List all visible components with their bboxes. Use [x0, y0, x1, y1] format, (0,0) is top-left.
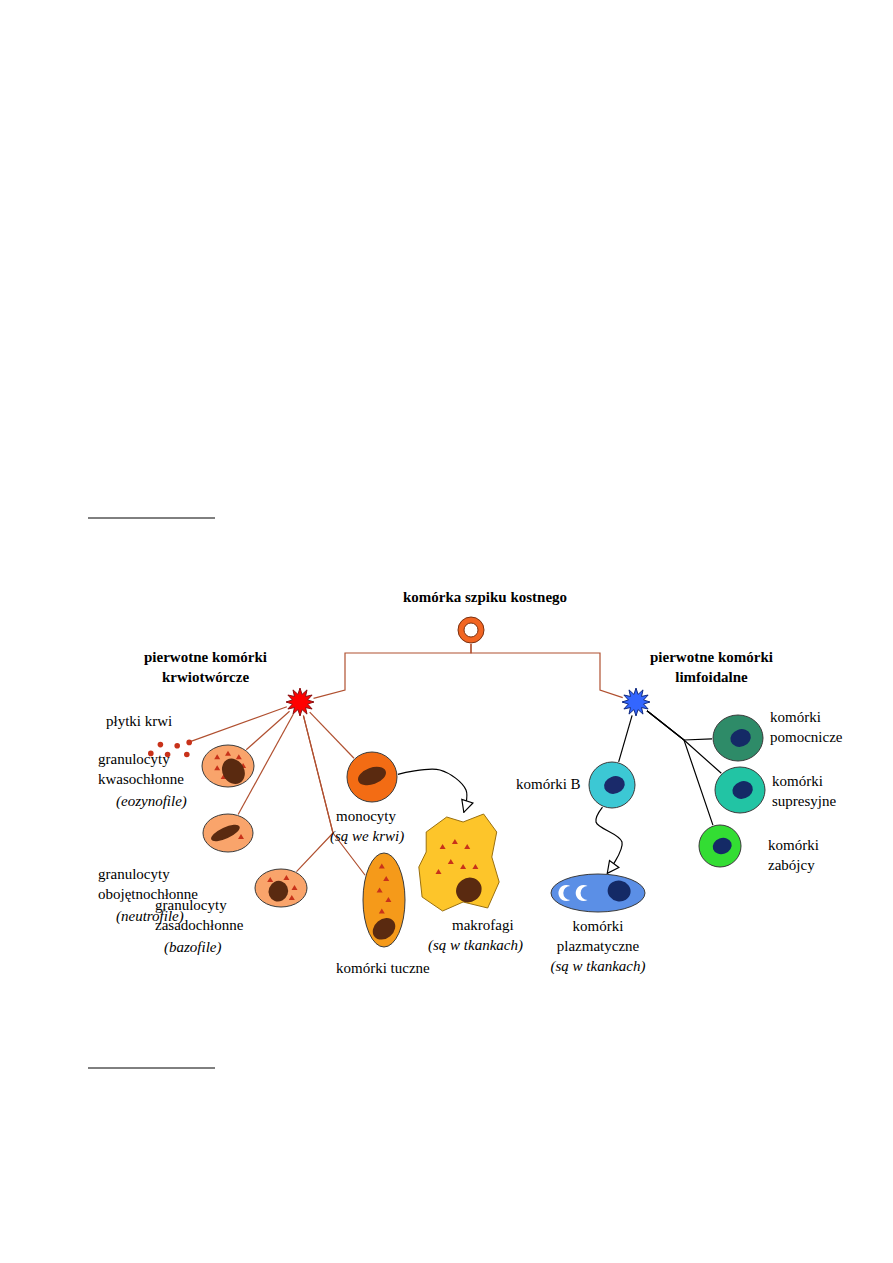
lineage-line — [647, 711, 713, 825]
eosinophil-cell: granulocyty kwasochłonne(eozynofile) — [201, 744, 255, 788]
cell-figure — [458, 617, 484, 643]
cell-note: (bazofile) — [164, 938, 222, 958]
cell-figure — [622, 688, 650, 716]
lineage-line — [246, 711, 289, 749]
cell-label: komórki B — [516, 775, 581, 795]
myeloid-star: pierwotne komórki krwiotwórcze — [286, 688, 314, 716]
basophil-cell: granulocyty zasadochłonne(bazofile) — [254, 868, 308, 908]
cell-shape — [418, 812, 500, 912]
cell-label: komórki zabójcy — [768, 836, 848, 875]
cell-shape — [286, 688, 314, 716]
cell-shape — [362, 852, 406, 948]
cell-note: (eozynofile) — [116, 792, 187, 812]
cell-label: komórki pomocnicze — [770, 708, 860, 747]
cell-shape — [622, 688, 650, 716]
cell-shape — [714, 766, 766, 814]
plasma-cell: komórki plazmatyczne(są w tkankach) — [550, 873, 646, 913]
cell-shape — [202, 813, 254, 853]
differentiation-arrow — [398, 769, 467, 812]
cell-label: płytki krwi — [106, 712, 172, 732]
cell-figure — [347, 752, 397, 802]
helper-cell: komórki pomocnicze — [712, 714, 764, 762]
stem-cell-ring: komórka szpiku kostnego — [457, 616, 485, 644]
cell-shape — [588, 761, 636, 809]
cell-shape — [346, 751, 398, 803]
cell-figure — [363, 853, 405, 947]
lineage-line — [647, 711, 712, 740]
cell-figure — [551, 874, 645, 912]
neutrophil-cell: granulocyty obojętnochłonne(neutrofile) — [202, 813, 254, 853]
cell-shape — [457, 616, 485, 644]
monocyte-cell: monocyty(są we krwi) — [346, 751, 398, 803]
cell-shape — [201, 744, 255, 788]
cell-label: makrofagi — [452, 916, 514, 936]
cell-label: granulocyty kwasochłonne — [98, 750, 198, 789]
macrophage-cell: makrofagi(są w tkankach) — [418, 812, 500, 912]
lineage-line — [619, 715, 632, 761]
cell-figure — [699, 825, 741, 867]
cell-shape — [550, 873, 646, 913]
cell-figure — [255, 869, 307, 907]
differentiation-arrow — [596, 807, 622, 873]
cell-figure — [202, 745, 254, 788]
cell-figure — [419, 814, 499, 911]
lymphoid-star: pierwotne komórki limfoidalne — [622, 688, 650, 716]
cell-shape — [698, 824, 742, 868]
lineage-line — [296, 716, 333, 872]
cell-label: komórki tuczne — [336, 959, 430, 979]
lineage-line — [314, 644, 471, 698]
lineage-line — [310, 712, 354, 758]
cell-note: (są w tkankach) — [428, 936, 523, 956]
cell-note: (są we krwi) — [330, 827, 404, 847]
cell-figure — [589, 762, 635, 808]
cell-figure — [286, 688, 314, 716]
lineage-line — [471, 644, 623, 698]
cell-label: pierwotne komórki limfoidalne — [634, 648, 789, 687]
cell-label: pierwotne komórki krwiotwórcze — [128, 648, 283, 687]
cell-label: komórka szpiku kostnego — [395, 588, 575, 608]
separator-line — [88, 1068, 215, 1069]
mast-cell: komórki tuczne — [362, 852, 406, 948]
cell-note: (są w tkankach) — [542, 957, 654, 977]
cell-figure — [203, 814, 253, 852]
cell-shape — [254, 868, 308, 908]
suppressor-cell: komórki supresyjne — [714, 766, 766, 814]
cell-label: monocyty — [336, 807, 396, 827]
cell-shape — [712, 714, 764, 762]
separator-line — [88, 518, 215, 519]
killer-cell: komórki zabójcy — [698, 824, 742, 868]
cell-label: komórki supresyjne — [772, 772, 862, 811]
cell-label: komórki plazmatyczne — [550, 917, 646, 956]
b-cell: komórki B — [588, 761, 636, 809]
cell-label: granulocyty zasadochłonne — [155, 896, 260, 935]
cell-figure — [713, 715, 763, 761]
cell-figure — [715, 767, 765, 813]
lineage-line — [189, 707, 287, 742]
